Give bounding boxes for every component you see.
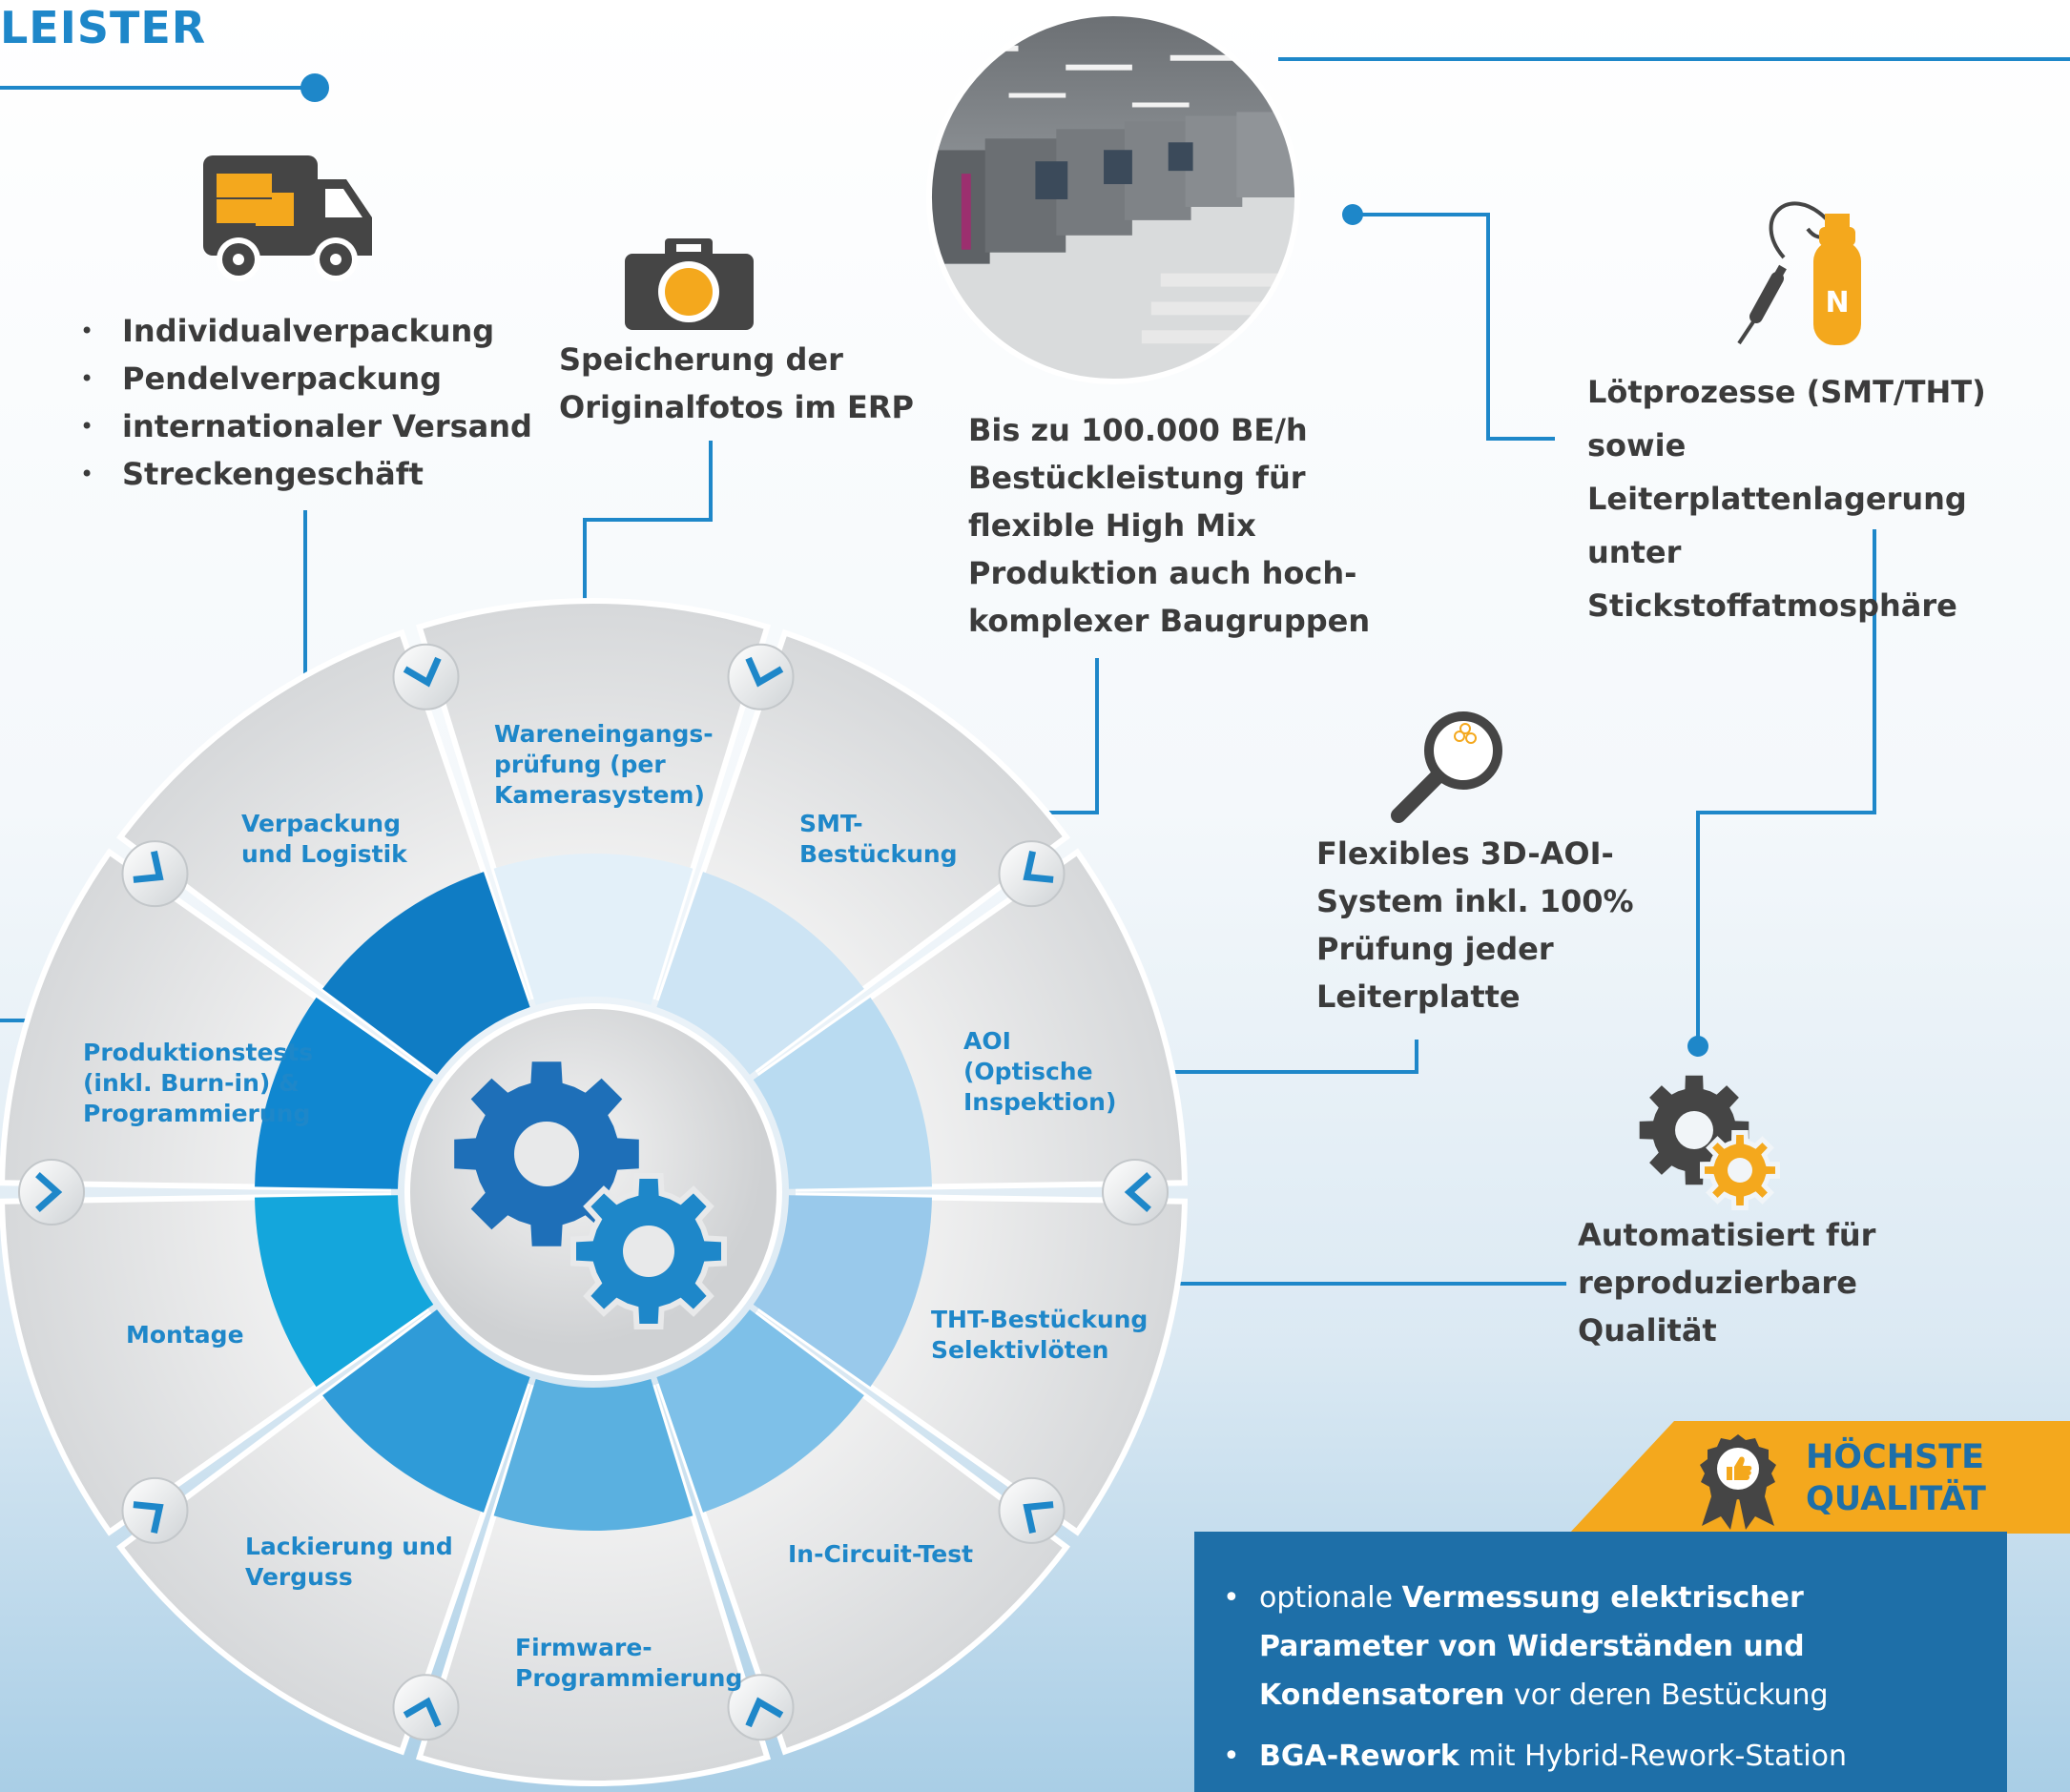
segment-label-smt: SMT-Bestückung <box>799 810 958 868</box>
wheel-chevron-knob <box>727 1674 795 1741</box>
chevron-icon <box>1023 1501 1054 1535</box>
logistics-item: Pendelverpackung <box>80 355 532 402</box>
quality-item-bga: BGA-Rework mit Hybrid-Rework-Station <box>1223 1732 1978 1781</box>
chevron-icon <box>403 1697 442 1728</box>
soldering-iron-icon: N <box>1737 201 1861 345</box>
chevron-icon <box>35 1172 63 1212</box>
segment-label-ict: In-Circuit-Test <box>788 1540 974 1568</box>
page-title: LEISTER <box>0 2 207 53</box>
wheel-ring-segment <box>322 1309 530 1513</box>
wheel-chevron-knob <box>392 643 460 711</box>
wheel-ring-segment <box>255 997 434 1189</box>
wheel-chevron-knob <box>1102 1159 1169 1226</box>
chevron-icon <box>133 1501 164 1535</box>
chevron-icon <box>745 1697 784 1728</box>
nitrogen-letter: N <box>1825 286 1849 319</box>
logistics-item: Individualverpackung <box>80 307 532 355</box>
wheel-chevron-knob <box>121 1476 189 1544</box>
logistics-item: internationaler Versand <box>80 402 532 450</box>
smt-text: Bis zu 100.000 BE/h Bestückleistung für … <box>968 412 1371 639</box>
wheel-chevron-knob <box>998 1476 1066 1544</box>
segment-label-firmware: Firmware-Programmierung <box>515 1634 743 1692</box>
factory-photo <box>925 10 1301 385</box>
photos-text: Speicherung der Originalfotos im ERP <box>559 341 914 425</box>
connector-automation <box>1696 529 1876 1046</box>
chevron-icon <box>1124 1172 1151 1212</box>
magnifier-icon <box>1391 711 1502 823</box>
chevron-icon <box>403 656 442 688</box>
logistics-item: Streckengeschäft <box>80 450 532 498</box>
wheel-ring-segment <box>656 872 864 1075</box>
automation-text: Automatisiert für reproduzierbare Qualit… <box>1578 1217 1876 1349</box>
wheel-chevron-knob <box>392 1674 460 1741</box>
segment-label-assembly: Montage <box>126 1321 244 1349</box>
quality-panel: optionale Vermessung elektrischer Parame… <box>1194 1532 2007 1792</box>
quality-item-measurement: optionale Vermessung elektrischer Parame… <box>1223 1574 1978 1720</box>
camera-icon <box>625 238 754 330</box>
wheel-ring-segment <box>322 872 530 1075</box>
wheel-chevron-knob <box>998 840 1066 908</box>
connector-aoi <box>1135 1040 1418 1074</box>
chevron-icon <box>1023 850 1054 883</box>
quality-badge-text: HÖCHSTE QUALITÄT <box>1806 1438 1986 1518</box>
wheel-chevron-knob <box>121 840 189 908</box>
connector-nitrogen <box>1353 213 1555 441</box>
chevron-icon <box>133 850 164 883</box>
gears-icon <box>1639 1075 1780 1210</box>
wheel-ring-segment <box>656 1309 864 1513</box>
nitrogen-text: Lötprozesse (SMT/THT) sowie Leiterplatte… <box>1587 374 1986 624</box>
quality-badge <box>1569 1421 2070 1534</box>
wheel-ring-segment <box>493 854 693 1006</box>
wheel-chevron-knob <box>727 643 795 711</box>
award-rosette-icon <box>1700 1434 1776 1530</box>
wheel-chevron-knob <box>18 1159 85 1226</box>
aoi-text: Flexibles 3D-AOI- System inkl. 100% Prüf… <box>1316 835 1634 1015</box>
wheel-ring-segment <box>255 1195 434 1388</box>
logistics-list: Individualverpackung Pendelverpackung in… <box>80 307 532 498</box>
chevron-icon <box>745 656 784 688</box>
wheel-ring-segment <box>753 1195 932 1388</box>
wheel-ring-segment <box>493 1378 693 1532</box>
segment-label-production-tests: Produktionstests(inkl. Burn-in) &Program… <box>83 1039 314 1127</box>
wheel-ring-segment <box>753 997 932 1189</box>
truck-icon <box>203 155 372 281</box>
title-dot <box>300 73 329 102</box>
